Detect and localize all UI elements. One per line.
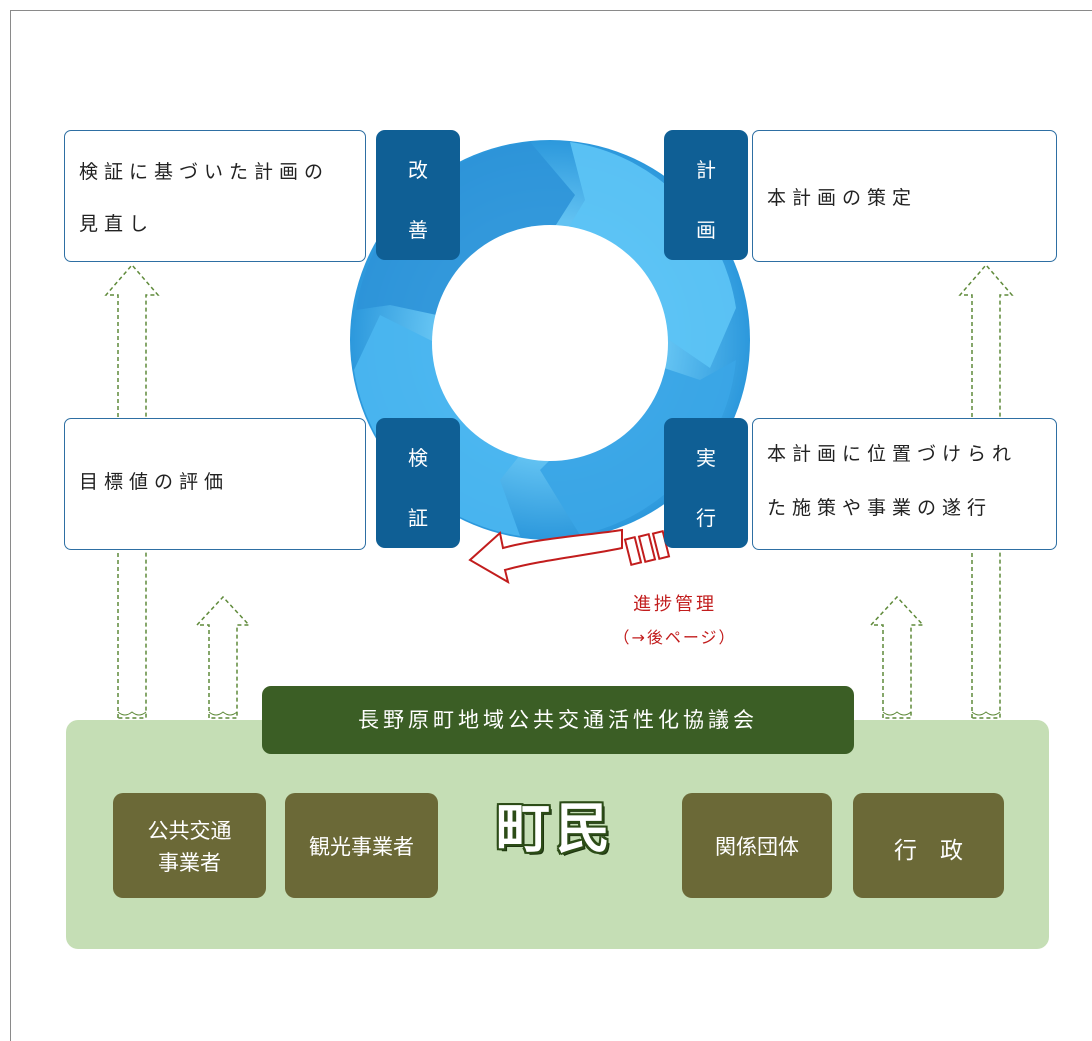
stage-improve-char-2: 善: [408, 218, 428, 242]
dashed-up-arrow-left-short: [195, 595, 251, 719]
improve-description-line-1: 検証に基づいた計画の: [79, 161, 330, 183]
dashed-up-arrow-right-short: [869, 595, 925, 719]
arrow-foot-3: [882, 711, 912, 716]
plan-description-line-1: 本計画の策定: [767, 187, 918, 209]
improve-description-line-2: 見直し: [79, 213, 155, 235]
actor-transit-line-2: 事業者: [158, 851, 221, 875]
council-banner: 長野原町地域公共交通活性化協議会: [262, 686, 854, 754]
arrow-foot-1: [117, 711, 147, 716]
stage-plan: 計 画: [664, 130, 748, 260]
stage-do-char-2: 行: [696, 506, 716, 530]
stage-plan-char-1: 計: [696, 158, 716, 182]
box-do-description: 本計画に位置づけられ た施策や事業の遂行: [752, 418, 1057, 550]
stage-check: 検 証: [376, 418, 460, 548]
actor-groups-line-1: 関係団体: [715, 835, 799, 859]
do-description-line-1: 本計画に位置づけられ: [767, 443, 1018, 465]
progress-curved-arrow: [468, 528, 623, 585]
ring-segment-top-left: [356, 142, 575, 320]
ring-segment-bottom-right: [540, 360, 736, 535]
do-description-line-2: た施策や事業の遂行: [767, 497, 993, 519]
diagram-frame: [10, 10, 1092, 1041]
actor-transit-operators: 公共交通 事業者: [113, 793, 266, 898]
progress-management-note: （→後ページ）: [613, 628, 737, 647]
stage-check-char-2: 証: [408, 506, 428, 530]
stage-improve: 改 善: [376, 130, 460, 260]
ring-hole: [432, 225, 668, 461]
stage-plan-char-2: 画: [696, 218, 716, 242]
actor-administration: 行 政: [853, 793, 1004, 898]
box-check-description: 目標値の評価: [64, 418, 366, 550]
progress-management-title: 進捗管理: [633, 594, 717, 615]
residents-label: 町民: [496, 796, 616, 860]
stage-improve-char-1: 改: [408, 158, 428, 182]
actor-tourism-line-1: 観光事業者: [309, 835, 414, 859]
stage-do: 実 行: [664, 418, 748, 548]
stage-check-char-1: 検: [408, 446, 428, 470]
check-description-line-1: 目標値の評価: [79, 471, 230, 493]
box-improve-description: 検証に基づいた計画の 見直し: [64, 130, 366, 262]
ring-segment-top-right: [555, 142, 736, 368]
arrow-foot-2: [208, 711, 238, 716]
progress-arrow-stripe-2: [637, 532, 657, 564]
progress-arrow-stripe-1: [623, 535, 643, 567]
arrow-foot-4: [971, 711, 1001, 716]
actor-transit-line-1: 公共交通: [147, 819, 232, 843]
actor-tourism-operators: 観光事業者: [285, 793, 438, 898]
stage-do-char-1: 実: [696, 446, 716, 470]
actor-admin-line-1: 行 政: [894, 838, 963, 864]
box-plan-description: 本計画の策定: [752, 130, 1057, 262]
actor-related-groups: 関係団体: [682, 793, 832, 898]
